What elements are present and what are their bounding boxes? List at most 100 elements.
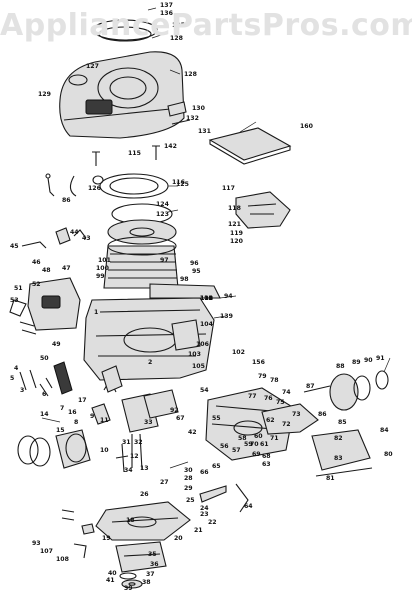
part-number-label: 113: [200, 295, 213, 302]
part-number-label: 82: [334, 435, 343, 442]
part-number-label: 11: [100, 417, 109, 424]
seal-rings-15-16: [17, 429, 91, 469]
part-number-label: 36: [150, 561, 159, 568]
part-number-label: 77: [248, 393, 257, 400]
part-number-label: 120: [230, 238, 244, 245]
carburetor-assembly: [9, 277, 81, 335]
part-number-label: 108: [56, 556, 69, 563]
part-number-label: 130: [192, 105, 206, 112]
part-number-label: 105: [192, 363, 205, 370]
part-number-label: 41: [106, 577, 115, 584]
part-number-label: 124: [156, 201, 170, 208]
part-number-label: 55: [212, 415, 221, 422]
part-number-label: 103: [188, 351, 201, 358]
part-number-label: 86: [62, 197, 71, 204]
part-number-label: 69: [252, 451, 261, 458]
part-number-label: 53: [10, 297, 19, 304]
part-number-label: 37: [146, 571, 155, 578]
part-number-label: 22: [208, 519, 217, 526]
part-number-label: 101: [98, 257, 111, 264]
crankshaft-assembly: [115, 389, 179, 473]
part-number-label: 42: [188, 429, 197, 436]
part-number-label: 18: [126, 517, 135, 524]
part-number-label: 80: [384, 451, 393, 458]
part-number-label: 136: [160, 10, 173, 17]
part-number-label: 68: [262, 453, 271, 460]
part-number-label: 123: [156, 211, 169, 218]
bracket-130: [167, 101, 191, 125]
part-number-label: 17: [78, 397, 87, 404]
part-number-label: 114: [200, 295, 214, 302]
part-number-label: 26: [140, 491, 149, 498]
part-number-label: 111: [200, 295, 213, 302]
part-number-label: 33: [144, 419, 153, 426]
part-number-label: 72: [282, 421, 291, 428]
part-number-label: 54: [200, 387, 209, 394]
part-number-label: 86: [318, 411, 327, 418]
part-number-label: 70: [250, 441, 259, 448]
part-number-label: 112: [200, 295, 213, 302]
part-number-label: 57: [232, 447, 241, 454]
part-number-labels: 1371361351281271291281301311321601421151…: [10, 2, 393, 592]
part-number-label: 27: [160, 479, 169, 486]
part-number-label: 116: [172, 179, 185, 186]
part-number-label: 64: [244, 503, 253, 510]
part-number-label: 58: [238, 435, 247, 442]
part-number-label: 99: [96, 273, 105, 280]
part-number-label: 12: [130, 453, 139, 460]
part-number-label: 75: [276, 399, 285, 406]
part-number-label: 8: [74, 419, 78, 426]
part-number-label: 15: [56, 427, 65, 434]
mounting-screws: [92, 145, 160, 166]
part-number-label: 79: [258, 373, 267, 380]
part-number-label: 160: [300, 123, 314, 130]
part-number-label: 88: [336, 363, 345, 370]
oil-pan-assembly: [205, 387, 319, 461]
part-number-label: 91: [376, 355, 385, 362]
part-number-label: 38: [142, 579, 151, 586]
part-number-label: 137: [160, 2, 173, 9]
part-number-label: 10: [100, 447, 109, 454]
part-number-label: 106: [196, 341, 209, 348]
part-number-label: 97: [160, 257, 169, 264]
part-number-label: 78: [270, 377, 279, 384]
part-number-label: 23: [200, 511, 209, 518]
part-number-label: 102: [232, 349, 245, 356]
part-number-label: 67: [176, 415, 185, 422]
part-number-label: 65: [212, 463, 221, 470]
part-number-label: 66: [200, 469, 209, 476]
leader-lines: [41, 7, 391, 469]
part-number-label: 21: [194, 527, 203, 534]
cover-plate-160: [208, 127, 292, 165]
part-number-label: 109: [200, 295, 213, 302]
part-number-label: 85: [338, 419, 347, 426]
part-number-label: 29: [184, 485, 193, 492]
part-number-label: 19: [102, 535, 111, 542]
part-number-label: 73: [292, 411, 301, 418]
part-number-label: 90: [364, 357, 373, 364]
part-number-label: 63: [262, 461, 271, 468]
flywheel-124-123: [107, 203, 177, 245]
part-number-label: 39: [124, 585, 133, 592]
part-number-label: 49: [52, 341, 61, 348]
part-number-label: 81: [326, 475, 335, 482]
part-number-label: 4: [14, 365, 19, 372]
part-number-label: 25: [186, 497, 195, 504]
part-number-label: 98: [180, 276, 189, 283]
part-number-label: 32: [134, 439, 143, 446]
bottom-washers: [119, 572, 143, 589]
part-number-label: 94: [224, 293, 233, 300]
part-number-label: 28: [184, 475, 193, 482]
part-number-label: 115: [128, 150, 141, 157]
part-number-label: 52: [32, 281, 41, 288]
part-number-label: 84: [380, 427, 389, 434]
governor-linkage-left: [19, 361, 73, 397]
part-number-label: 118: [228, 205, 241, 212]
part-number-label: 127: [86, 63, 99, 70]
part-number-label: 89: [352, 359, 361, 366]
part-number-label: 20: [174, 535, 183, 542]
part-number-label: 6: [42, 391, 46, 398]
part-number-label: 129: [38, 91, 51, 98]
starter-motor-assembly: [303, 370, 389, 477]
